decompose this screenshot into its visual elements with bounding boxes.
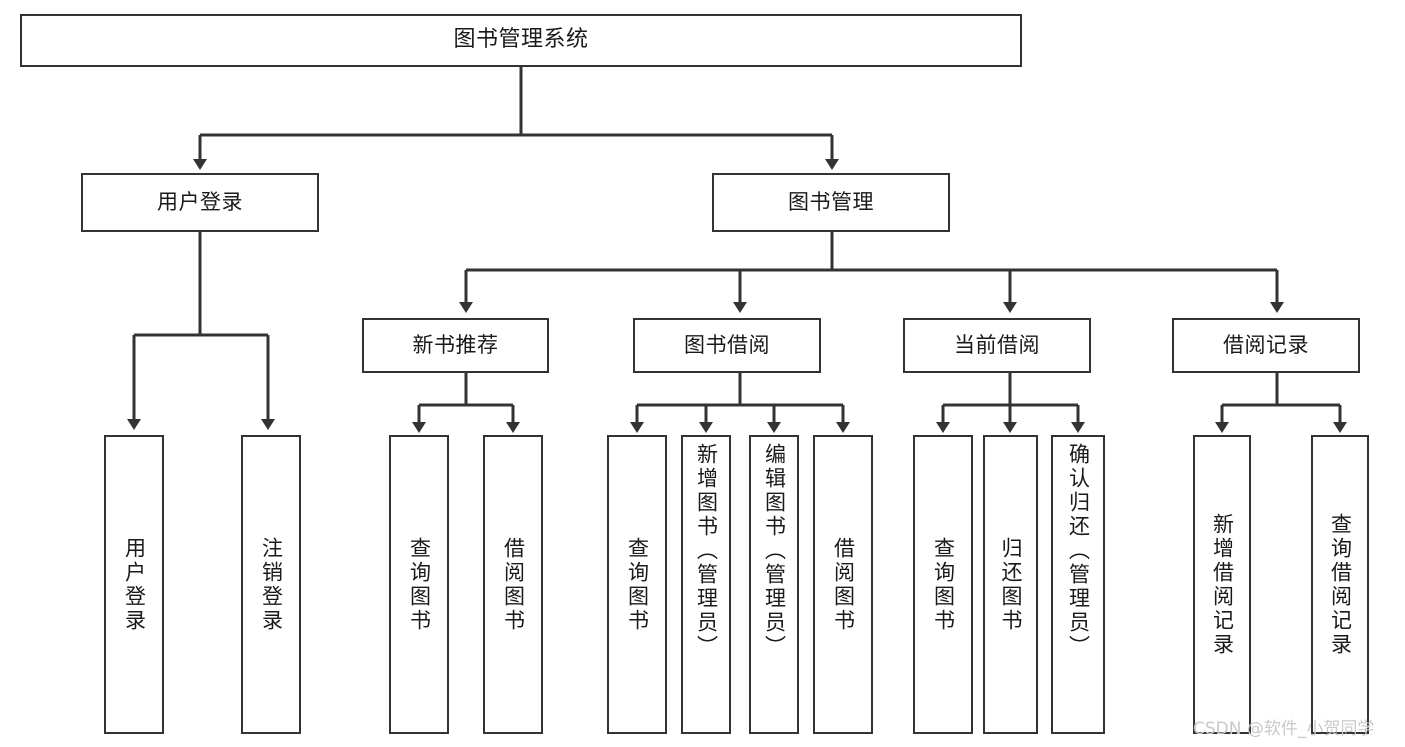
node-label: 图书借阅 bbox=[684, 333, 770, 358]
leaf-current-borrow-return-book[interactable]: 归还图书 bbox=[983, 435, 1038, 734]
node-book-borrow[interactable]: 图书借阅 bbox=[633, 318, 821, 373]
leaf-current-borrow-query-book[interactable]: 查询图书 bbox=[913, 435, 973, 734]
leaf-new-book-query-book[interactable]: 查询图书 bbox=[389, 435, 449, 734]
node-label: 归还图书 bbox=[999, 536, 1023, 633]
node-borrow-record[interactable]: 借阅记录 bbox=[1172, 318, 1360, 373]
node-label: 借阅记录 bbox=[1223, 333, 1309, 358]
node-label: 新书推荐 bbox=[412, 333, 499, 358]
node-label: 图书管理 bbox=[788, 190, 874, 215]
node-new-book-recommend[interactable]: 新书推荐 bbox=[362, 318, 549, 373]
leaf-user-login-login[interactable]: 用户登录 bbox=[104, 435, 164, 734]
node-label: 新增图书（管理员） bbox=[694, 443, 719, 659]
node-label: 借阅图书 bbox=[831, 536, 856, 633]
csdn-watermark: CSDN @软件_小贺同学 bbox=[1193, 719, 1375, 739]
node-label: 用户登录 bbox=[122, 536, 147, 633]
node-label: 编辑图书（管理员） bbox=[762, 443, 787, 659]
leaf-borrow-record-add-record[interactable]: 新增借阅记录 bbox=[1193, 435, 1251, 734]
node-label: 借阅图书 bbox=[501, 536, 526, 633]
node-current-borrow[interactable]: 当前借阅 bbox=[903, 318, 1091, 373]
leaf-book-borrow-edit-book-admin[interactable]: 编辑图书（管理员） bbox=[749, 435, 799, 734]
node-book-management[interactable]: 图书管理 bbox=[712, 173, 950, 232]
node-label: 查询图书 bbox=[407, 536, 432, 633]
node-label: 查询图书 bbox=[931, 536, 956, 633]
node-label: 新增借阅记录 bbox=[1210, 512, 1235, 657]
node-label: 注销登录 bbox=[259, 536, 284, 633]
node-root-book-management-system[interactable]: 图书管理系统 bbox=[20, 14, 1022, 67]
node-user-login[interactable]: 用户登录 bbox=[81, 173, 319, 232]
node-label: 查询图书 bbox=[625, 536, 650, 633]
leaf-current-borrow-confirm-return-admin[interactable]: 确认归还（管理员） bbox=[1051, 435, 1105, 734]
leaf-user-login-logout[interactable]: 注销登录 bbox=[241, 435, 301, 734]
node-label: 图书管理系统 bbox=[453, 27, 589, 53]
node-label: 查询借阅记录 bbox=[1328, 512, 1353, 657]
leaf-borrow-record-query-record[interactable]: 查询借阅记录 bbox=[1311, 435, 1369, 734]
node-label: 当前借阅 bbox=[954, 333, 1040, 358]
leaf-new-book-borrow-book[interactable]: 借阅图书 bbox=[483, 435, 543, 734]
leaf-book-borrow-borrow-book[interactable]: 借阅图书 bbox=[813, 435, 873, 734]
leaf-book-borrow-add-book-admin[interactable]: 新增图书（管理员） bbox=[681, 435, 731, 734]
node-label: 确认归还（管理员） bbox=[1066, 443, 1091, 659]
node-label: 用户登录 bbox=[157, 190, 243, 215]
leaf-book-borrow-query-book[interactable]: 查询图书 bbox=[607, 435, 667, 734]
